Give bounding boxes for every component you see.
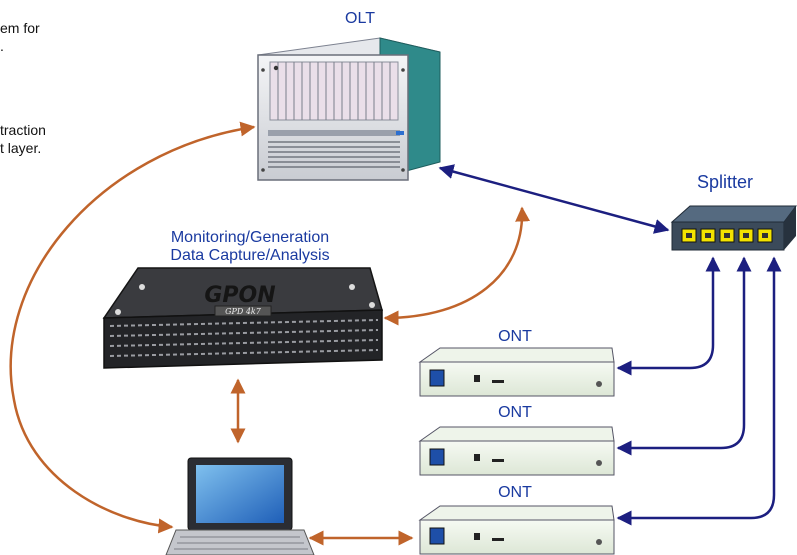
gpon-model-text: GPD 4k7 (225, 307, 262, 316)
ont-device-icon-3 (418, 505, 615, 555)
link-splitter-ont1 (616, 256, 721, 376)
splitter-label: Splitter (696, 172, 754, 192)
gpon-brand-text: GPON (204, 283, 275, 308)
laptop-icon (165, 457, 315, 555)
ont-label-3: ONT (498, 484, 532, 501)
ont-label-2: ONT (498, 404, 532, 421)
link-splitter-ont3 (616, 256, 782, 526)
ont-device-icon-2 (418, 426, 615, 476)
link-olt-laptop (9, 121, 256, 534)
gpon-analyzer-icon: GPON GPD 4k7 (102, 267, 383, 369)
note-line-3: traction (0, 122, 46, 138)
olt-label: OLT (345, 10, 375, 27)
ont-device-icon-1 (418, 347, 615, 397)
link-splitter-ont2 (616, 256, 752, 456)
note-line-2: . (0, 38, 4, 54)
ont-label-1: ONT (498, 328, 532, 345)
olt-chassis-icon (257, 37, 441, 181)
link-olt-splitter (438, 164, 670, 234)
link-analyzer-olt (383, 206, 531, 326)
note-line-1: em for (0, 20, 40, 36)
optical-splitter-icon (670, 205, 797, 251)
note-line-4: t layer. (0, 140, 42, 156)
